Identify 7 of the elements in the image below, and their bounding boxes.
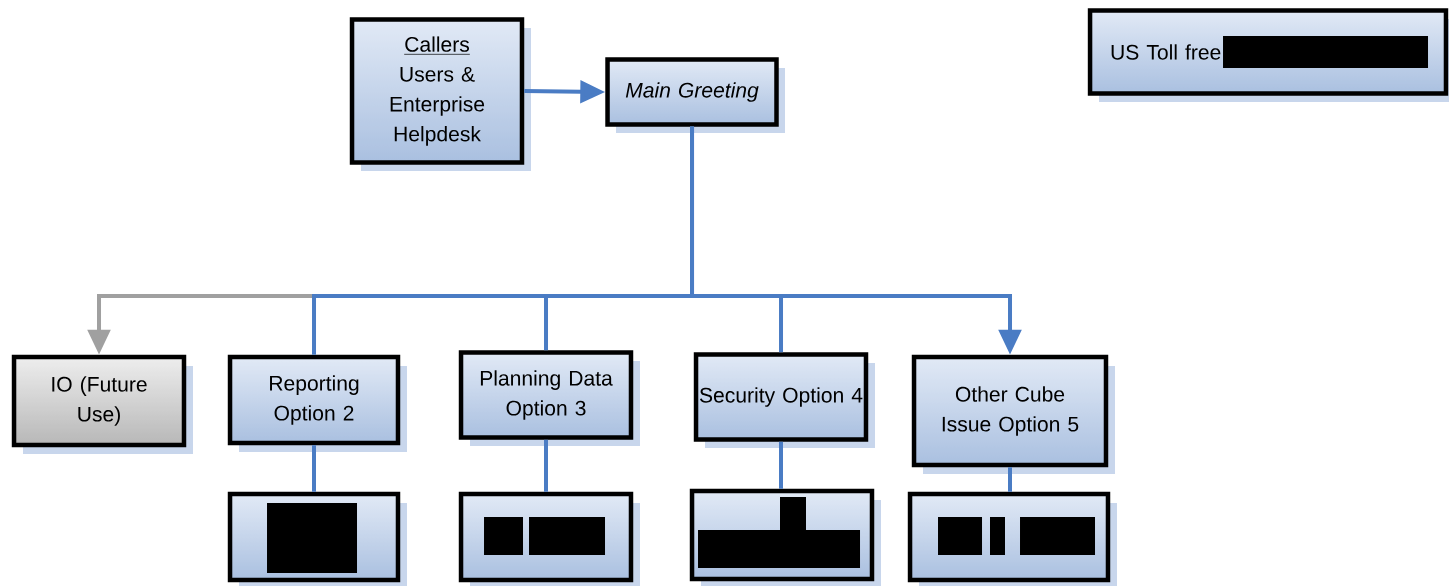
process-box: Main Greeting: [605, 57, 785, 133]
process-box: Callers Users & Enterprise Helpdesk: [349, 17, 531, 171]
process-box: IO (Future Use): [11, 354, 193, 454]
process-box: Security Option 4: [693, 352, 875, 448]
process-box: Other Cube Issue Option 5: [911, 354, 1115, 474]
process-box: Planning Data Option 3: [458, 350, 640, 446]
process-box: Reporting Option 2: [227, 354, 407, 452]
